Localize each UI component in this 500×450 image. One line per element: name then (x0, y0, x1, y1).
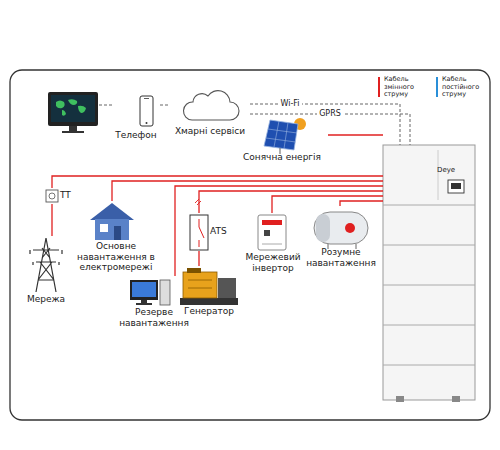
node-label: Резерве навантаження (118, 307, 190, 328)
outer-frame (10, 70, 490, 420)
node-label: TT (60, 190, 84, 201)
edge-label: GPRS (317, 109, 343, 119)
node-label: Сонячна енергія (236, 152, 328, 163)
generator-node: Генератор (176, 266, 242, 318)
power-tower-icon (30, 238, 62, 292)
legend: Кабель змінного струму Кабель постійного … (378, 76, 494, 99)
meter-node: TT (44, 188, 84, 204)
water-heater-icon (314, 212, 368, 249)
node-label: Мережа (18, 294, 74, 305)
node-label: Розумне навантаження (305, 247, 377, 268)
legend-swatch (436, 77, 438, 97)
legend-text: Кабель постійного струму (442, 76, 488, 99)
smart-load-node: Розумне навантаження (305, 206, 377, 272)
data-link (250, 104, 400, 145)
generator-icon (180, 268, 238, 305)
computer-icon (130, 280, 170, 305)
battery-node: Deye (383, 145, 475, 400)
node-label: Основне навантаження в електромережі (70, 241, 162, 273)
node-label: Хмарні сервіси (170, 126, 250, 137)
ats-node: ATS (188, 213, 234, 251)
node-label: Генератор (176, 306, 242, 317)
data-link (160, 105, 170, 106)
solar-node: Сонячна енергія (236, 116, 328, 166)
dashed-link (99, 105, 112, 106)
node-label: Deye (437, 166, 475, 175)
house-icon (90, 203, 134, 240)
ac-cable (340, 201, 383, 206)
ac-cable (51, 204, 52, 236)
inverter-node: Мережевий інвертор (240, 213, 306, 275)
monitor-icon (48, 92, 98, 133)
ac-cable (272, 196, 383, 213)
cloud-node: Хмарні сервіси (170, 84, 250, 144)
cloud-icon (183, 91, 239, 120)
phone-node: Телефон (112, 92, 160, 142)
phone-icon (140, 96, 153, 126)
backup-load-node: Резерве навантаження (118, 276, 190, 328)
ac-cable (199, 191, 383, 213)
edge-label: Wi-Fi (278, 99, 301, 109)
ac-cable (198, 251, 199, 266)
legend-swatch (378, 77, 380, 97)
ac-cable (328, 134, 383, 135)
house-node: Основне навантаження в електромережі (70, 201, 162, 273)
meter-symbol (46, 190, 58, 202)
ac-cable (175, 186, 383, 276)
battery-cabinet (383, 145, 475, 402)
node-label: Телефон (112, 130, 160, 141)
legend-item: Кабель змінного струму (378, 76, 434, 99)
solar-panel-icon (264, 118, 306, 154)
node-label: ATS (210, 226, 234, 237)
grid-node: Мережа (18, 236, 74, 305)
legend-text: Кабель змінного струму (384, 76, 430, 99)
grid-inverter-icon (258, 215, 286, 250)
legend-item: Кабель постійного струму (436, 76, 492, 99)
node-label: Мережевий інвертор (240, 252, 306, 273)
